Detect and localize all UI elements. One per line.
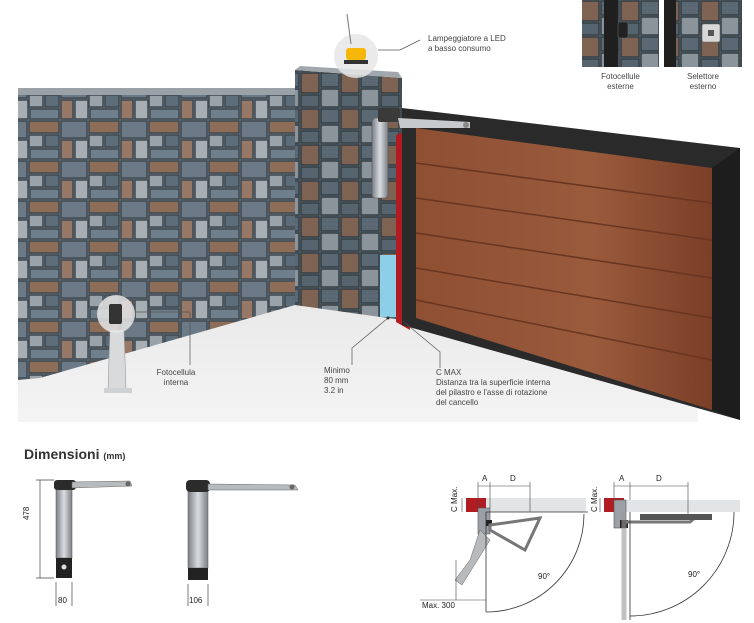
- height-dimension: 478: [22, 506, 31, 520]
- dim-lines-left: [36, 479, 73, 606]
- gate-edge: [712, 148, 740, 420]
- external-selector-label: Selettore esterno: [686, 72, 720, 91]
- width-dimension-a: 80: [58, 596, 67, 605]
- dimensions-title: Dimensioni (mm): [24, 446, 125, 462]
- callout-lines: [135, 39, 441, 368]
- wall-top: [18, 88, 300, 95]
- dimension-actuator-side: [54, 480, 133, 578]
- a-dim-a: A: [482, 474, 488, 483]
- dimension-actuator-front: [186, 480, 299, 580]
- cmax-label: C MAX Distanza tra la superficie interna…: [436, 368, 551, 407]
- installation-diagram-a: [420, 482, 588, 613]
- external-photocells-label: Fotocellule esterne: [601, 72, 640, 91]
- photocell-icon: [109, 304, 122, 324]
- max-300: Max. 300: [422, 601, 455, 610]
- led-lamp-label: Lampeggiatore a LED a basso consumo: [428, 34, 506, 53]
- minimum-label: Minimo 80 mm 3.2 in: [324, 366, 350, 395]
- dim-lines-front: [187, 584, 209, 606]
- photocell-post: [107, 329, 127, 391]
- cmax-dim-a: C Max.: [450, 486, 459, 512]
- operator-arm: [398, 118, 470, 128]
- gate-wood-panel: [416, 128, 712, 410]
- lamp-antenna: [346, 13, 352, 45]
- angle-b: 90°: [688, 570, 701, 579]
- d-dim-b: D: [656, 474, 662, 483]
- d-dim-a: D: [510, 474, 516, 483]
- led-lamp-icon: [346, 48, 366, 60]
- dimensions-title-text: Dimensioni: [24, 446, 100, 462]
- minimum-clearance-strip: [380, 255, 396, 317]
- stone-wall: [18, 95, 295, 380]
- cmax-dim-b: C Max.: [590, 486, 599, 512]
- operator-head: [378, 108, 400, 122]
- a-dim-b: A: [619, 474, 625, 483]
- operator-actuator: [371, 117, 389, 199]
- installation-diagram-b: [599, 482, 740, 620]
- angle-a: 90°: [538, 572, 551, 581]
- width-dimension-b: 106: [189, 596, 203, 605]
- arm-pivot: [463, 122, 469, 128]
- dimensions-unit: (mm): [103, 451, 126, 461]
- internal-photocell-label: Fotocellula interna: [156, 368, 196, 387]
- gate-wood-planks: [415, 162, 713, 361]
- external-photocell-icon: [617, 21, 629, 39]
- lamp-base: [344, 60, 368, 64]
- photocell-base: [104, 388, 132, 393]
